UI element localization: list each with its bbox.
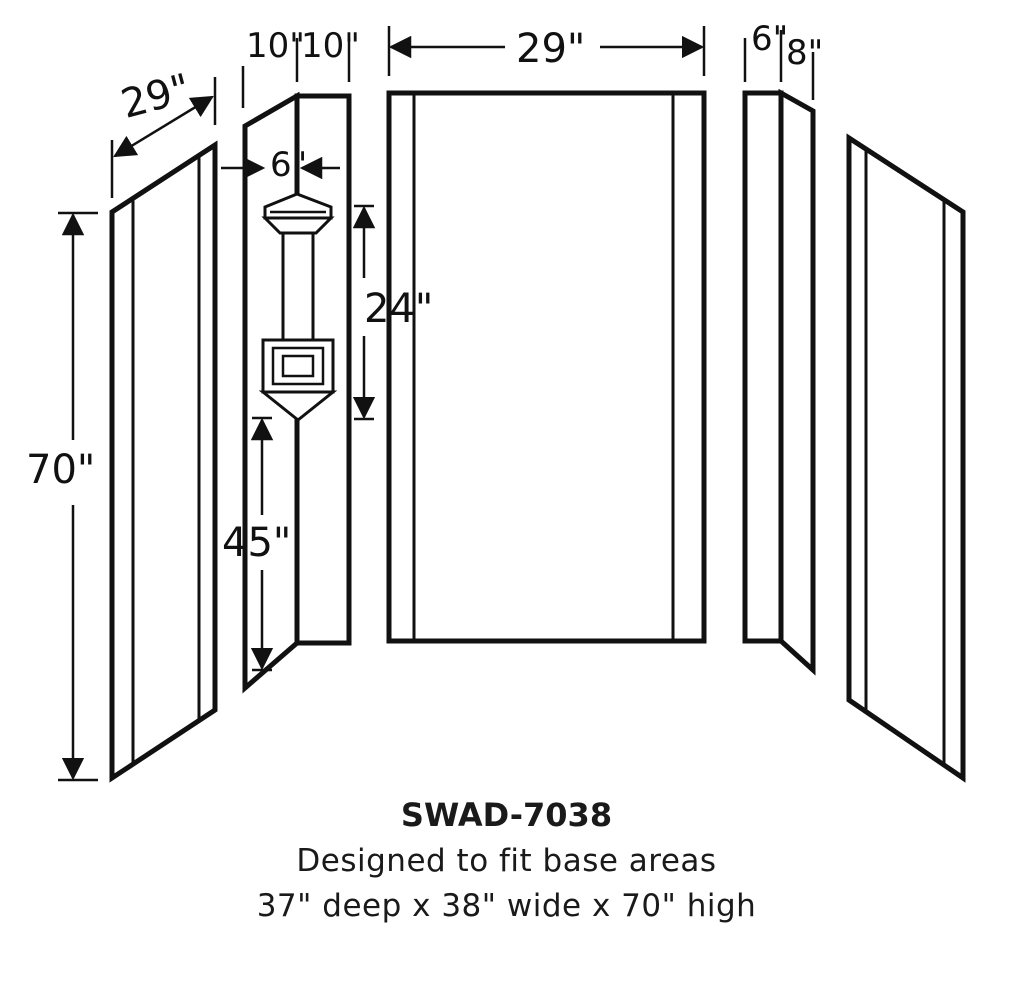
label-left-corner-a: 10" bbox=[246, 26, 305, 66]
label-back-width: 29" bbox=[516, 26, 585, 72]
label-shelf-height: 24" bbox=[364, 286, 433, 332]
label-height: 70" bbox=[26, 447, 95, 493]
caption-line-1: Designed to fit base areas bbox=[296, 843, 717, 879]
corner-shelf-icon bbox=[258, 192, 338, 422]
dim-height: 70" bbox=[26, 211, 98, 782]
dim-shelf-width: 6" bbox=[221, 145, 340, 185]
back-panel bbox=[386, 90, 707, 644]
label-shelf-floor: 45" bbox=[222, 520, 291, 566]
label-right-corner-a: 6" bbox=[751, 19, 788, 59]
dim-back-width: 29" bbox=[387, 26, 706, 76]
dim-right-corner: 6" 8" bbox=[743, 19, 823, 100]
model-number: SWAD-7038 bbox=[400, 796, 613, 834]
label-left-depth: 29" bbox=[116, 65, 195, 127]
label-shelf-width: 6" bbox=[270, 145, 307, 185]
dim-shelf-height: 24" bbox=[352, 204, 433, 421]
left-side-panel bbox=[109, 140, 218, 783]
label-right-corner-b: 8" bbox=[786, 33, 823, 73]
caption-line-2: 37" deep x 38" wide x 70" high bbox=[256, 888, 757, 924]
dim-shelf-floor: 45" bbox=[222, 416, 291, 672]
right-corner-panels bbox=[742, 88, 816, 676]
label-left-corner-b: 10" bbox=[301, 26, 360, 66]
dim-left-corner: 10" 10" bbox=[241, 26, 360, 108]
right-side-panel bbox=[846, 133, 966, 783]
